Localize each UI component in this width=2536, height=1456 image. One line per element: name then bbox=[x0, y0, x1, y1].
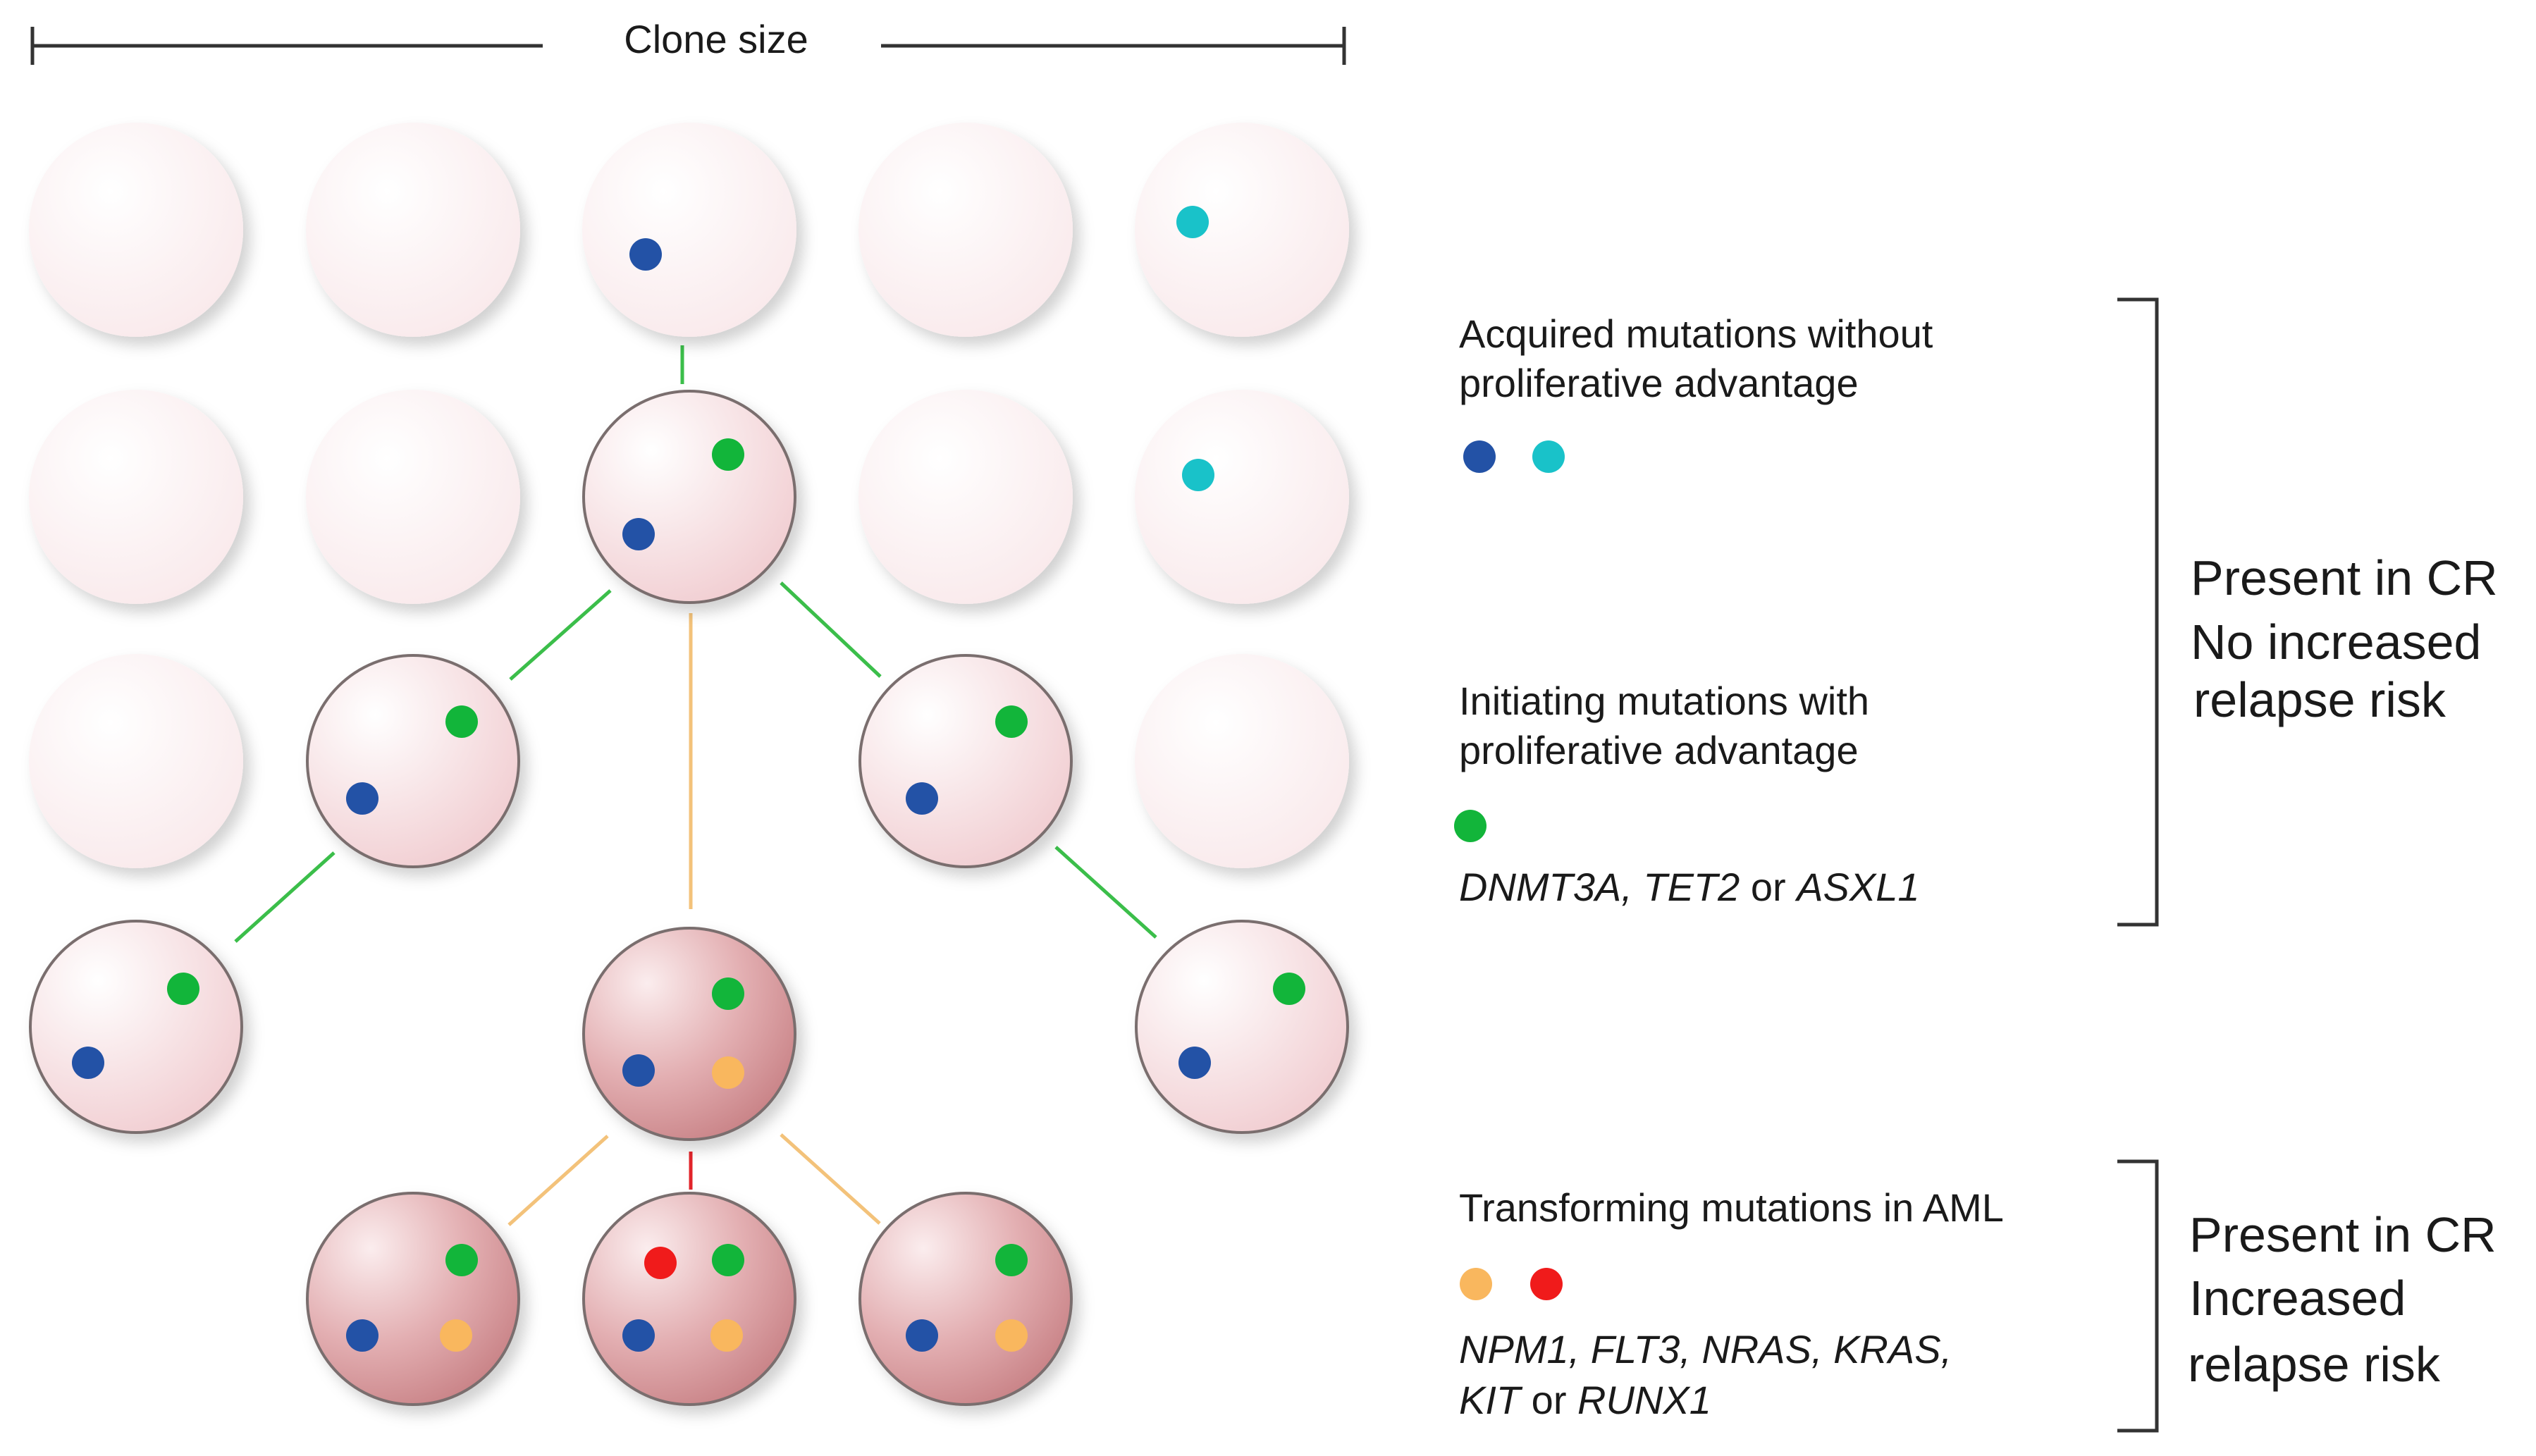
cell-r4-c5 bbox=[1135, 920, 1349, 1134]
line-r4-right-down bbox=[780, 1133, 881, 1225]
legend-acquired: Acquired mutations without proliferative… bbox=[1459, 311, 1933, 473]
legend-initiating: Initiating mutations with proliferative … bbox=[1454, 679, 1920, 909]
cell-r3-c4 bbox=[858, 654, 1073, 868]
dark-blue-dot bbox=[622, 518, 655, 550]
green-dot bbox=[1273, 973, 1305, 1005]
cell-r1-c2 bbox=[306, 123, 520, 337]
cell-r2-c5 bbox=[1135, 390, 1349, 604]
cell-r1-c4 bbox=[858, 123, 1073, 337]
dark-blue-dot bbox=[622, 1054, 655, 1087]
cell-r5-c2 bbox=[306, 1192, 520, 1406]
gene-asxl1: ASXL1 bbox=[1795, 865, 1919, 909]
green-dot bbox=[712, 977, 744, 1010]
cell-r5-c3 bbox=[582, 1192, 796, 1406]
cell-r4-c1 bbox=[29, 920, 243, 1134]
orange-dot bbox=[710, 1319, 743, 1352]
green-dot bbox=[995, 1244, 1028, 1276]
bracket-lower-line-3: relapse risk bbox=[2188, 1337, 2441, 1392]
legend-transforming-genes-2: KIT or RUNX1 bbox=[1459, 1378, 1711, 1422]
dark-blue-dot bbox=[622, 1319, 655, 1352]
legend-transforming: Transforming mutations in AML NPM1, FLT3… bbox=[1459, 1185, 2004, 1422]
green-dot bbox=[167, 973, 199, 1005]
bracket-lower-line-2: Increased bbox=[2189, 1271, 2406, 1326]
gene-kit: KIT bbox=[1459, 1378, 1523, 1422]
legend-acquired-title-2: proliferative advantage bbox=[1459, 361, 1859, 405]
green-dot bbox=[995, 705, 1028, 738]
legend-initiating-genes: DNMT3A, TET2 or ASXL1 bbox=[1459, 865, 1920, 909]
bracket-lower-line-1: Present in CR bbox=[2189, 1207, 2497, 1262]
cell-r2-c1 bbox=[29, 390, 243, 604]
legend-initiating-title-1: Initiating mutations with bbox=[1459, 679, 1869, 723]
bracket-upper-line-2: No increased bbox=[2191, 615, 2481, 670]
cell-r2-c3 bbox=[582, 390, 796, 604]
dark-blue-dot bbox=[906, 782, 938, 815]
legend-transforming-title: Transforming mutations in AML bbox=[1459, 1185, 2004, 1230]
gene-sep-1: , bbox=[1621, 865, 1643, 909]
clone-size-label: Clone size bbox=[624, 17, 808, 61]
cyan-dot bbox=[1176, 206, 1209, 238]
dark-blue-dot bbox=[1463, 440, 1496, 473]
dark-blue-dot bbox=[346, 1319, 378, 1352]
cell-r5-c4 bbox=[858, 1192, 1073, 1406]
dark-blue-dot bbox=[1178, 1047, 1211, 1079]
red-dot bbox=[644, 1247, 677, 1279]
cell-r4-c3 bbox=[582, 927, 796, 1141]
cell-r3-c2 bbox=[306, 654, 520, 868]
red-dot bbox=[1530, 1268, 1563, 1300]
line-r4-left-down bbox=[507, 1135, 609, 1226]
green-dot bbox=[1454, 810, 1486, 842]
cell-r3-c5 bbox=[1135, 654, 1349, 868]
dark-blue-dot bbox=[629, 238, 662, 271]
cell-r2-c2 bbox=[306, 390, 520, 604]
orange-dot bbox=[712, 1056, 744, 1089]
line-r3-right-down bbox=[1054, 846, 1157, 939]
legend-transforming-genes-1: NPM1, FLT3, NRAS, KRAS, bbox=[1459, 1327, 1952, 1371]
green-dot bbox=[445, 1244, 478, 1276]
line-r2-left bbox=[509, 589, 612, 681]
cell-r2-c4 bbox=[858, 390, 1073, 604]
orange-dot bbox=[440, 1319, 472, 1352]
cell-r1-c1 bbox=[29, 123, 243, 337]
dark-blue-dot bbox=[72, 1047, 104, 1079]
cell-r1-c3 bbox=[582, 123, 796, 337]
line-r3-left-down bbox=[234, 851, 336, 943]
bracket-upper-line-3: relapse risk bbox=[2193, 672, 2446, 727]
legend-acquired-title-1: Acquired mutations without bbox=[1459, 311, 1933, 356]
cyan-dot bbox=[1182, 459, 1214, 491]
green-dot bbox=[712, 1244, 744, 1276]
legend-initiating-title-2: proliferative advantage bbox=[1459, 728, 1859, 772]
gene-tet2: TET2 bbox=[1643, 865, 1740, 909]
clone-size-scale: Clone size bbox=[30, 17, 1346, 65]
bracket-upper: Present in CR No increased relapse risk bbox=[2117, 297, 2498, 927]
orange-dot bbox=[995, 1319, 1028, 1352]
gene-sep-2: or bbox=[1740, 865, 1797, 909]
bracket-lower: Present in CR Increased relapse risk bbox=[2117, 1159, 2497, 1433]
green-dot bbox=[712, 438, 744, 471]
dark-blue-dot bbox=[906, 1319, 938, 1352]
green-dot bbox=[445, 705, 478, 738]
bracket-upper-line-1: Present in CR bbox=[2191, 550, 2498, 605]
line-r2-right bbox=[780, 581, 882, 678]
cyan-dot bbox=[1532, 440, 1565, 473]
cell-r3-c1 bbox=[29, 654, 243, 868]
gene-sep-or: or bbox=[1520, 1378, 1577, 1422]
orange-dot bbox=[1460, 1268, 1492, 1300]
cell-r1-c5 bbox=[1135, 123, 1349, 337]
lineage-lines bbox=[234, 345, 1157, 1226]
gene-runx1: RUNX1 bbox=[1577, 1378, 1711, 1422]
gene-dnmt3a: DNMT3A bbox=[1459, 865, 1621, 909]
dark-blue-dot bbox=[346, 782, 378, 815]
